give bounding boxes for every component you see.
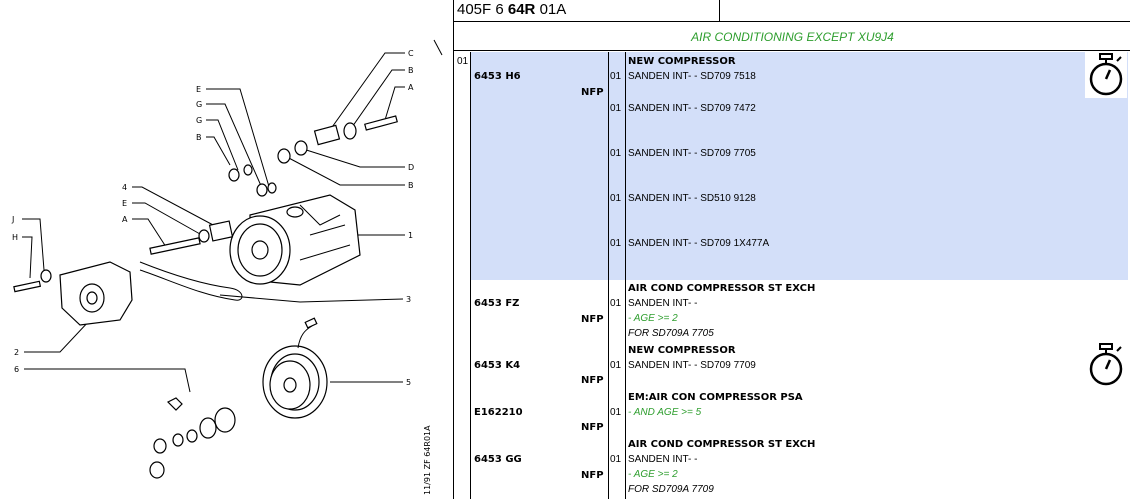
- quantity: 01: [610, 360, 622, 371]
- column-separator: [470, 52, 471, 499]
- callout-e-top: E: [196, 85, 201, 94]
- callout-d: D: [408, 163, 414, 172]
- callout-c: C: [408, 49, 414, 58]
- part-title: NEW COMPRESSOR: [628, 345, 736, 356]
- compressor-exploded-drawing: C B A D B 1 E G G B 4 E A J H 3 2 6 5 11…: [11, 39, 443, 495]
- part-note: FOR SD709A 7709: [628, 484, 714, 495]
- diagram-reference: 405F 6 64R 01A: [457, 1, 566, 18]
- reference-divider: [719, 0, 720, 21]
- callout-j: J: [11, 215, 14, 224]
- callout-3: 3: [406, 295, 411, 304]
- part-description: SANDEN INT- - SD709 1X477A: [628, 238, 770, 249]
- quantity: 01: [610, 148, 622, 159]
- parts-table: 01 NEW COMPRESSOR 6453 H6 01 SANDEN INT-…: [454, 52, 1130, 499]
- part-description: SANDEN INT- - SD709 7709: [628, 360, 756, 371]
- stopwatch-icon[interactable]: [1085, 342, 1127, 388]
- section-title: AIR CONDITIONING EXCEPT XU9J4: [691, 30, 894, 44]
- nfp-flag: NFP: [581, 375, 604, 386]
- reference-bar: 405F 6 64R 01A: [454, 0, 1130, 22]
- part-number[interactable]: 6453 H6: [474, 71, 521, 82]
- callout-a-top: A: [408, 83, 414, 92]
- callout-b-top: B: [408, 66, 414, 75]
- group-number: 01: [457, 56, 469, 67]
- callout-5: 5: [406, 378, 411, 387]
- parts-diagram: C B A D B 1 E G G B 4 E A J H 3 2 6 5 11…: [0, 0, 452, 499]
- callout-b-left: B: [196, 133, 202, 142]
- column-separator: [625, 52, 626, 499]
- part-title: AIR COND COMPRESSOR ST EXCH: [628, 439, 816, 450]
- column-separator: [608, 52, 609, 499]
- nfp-flag: NFP: [581, 314, 604, 325]
- quantity: 01: [610, 71, 622, 82]
- nfp-flag: NFP: [581, 87, 604, 98]
- part-description: SANDEN INT- - SD510 9128: [628, 193, 756, 204]
- part-title: EM:AIR CON COMPRESSOR PSA: [628, 392, 803, 403]
- quantity: 01: [610, 407, 622, 418]
- nfp-flag: NFP: [581, 422, 604, 433]
- part-description: SANDEN INT- -: [628, 454, 698, 465]
- callout-4: 4: [122, 183, 127, 192]
- part-description: SANDEN INT- - SD709 7705: [628, 148, 756, 159]
- quantity: 01: [610, 298, 622, 309]
- ref-bold: 64R: [507, 1, 536, 18]
- part-number[interactable]: 6453 FZ: [474, 298, 520, 309]
- highlighted-group: [471, 52, 1128, 280]
- callout-6: 6: [14, 365, 19, 374]
- stopwatch-icon[interactable]: [1085, 52, 1127, 98]
- part-number[interactable]: 6453 K4: [474, 360, 521, 371]
- ref-prefix: 405F 6: [457, 1, 508, 18]
- quantity: 01: [610, 238, 622, 249]
- quantity: 01: [610, 193, 622, 204]
- condition: - AGE >= 2: [628, 469, 678, 480]
- nfp-flag: NFP: [581, 470, 604, 481]
- part-note: FOR SD709A 7705: [628, 328, 714, 339]
- part-description: SANDEN INT- -: [628, 298, 698, 309]
- part-title: AIR COND COMPRESSOR ST EXCH: [628, 283, 816, 294]
- callout-g-1: G: [196, 100, 202, 109]
- part-description: SANDEN INT- - SD709 7472: [628, 103, 756, 114]
- part-number[interactable]: 6453 GG: [474, 454, 522, 465]
- condition: - AGE >= 2: [628, 313, 678, 324]
- callout-a-mid: A: [122, 215, 128, 224]
- callout-e-mid: E: [122, 199, 127, 208]
- parts-list-panel: 405F 6 64R 01A AIR CONDITIONING EXCEPT X…: [453, 0, 1130, 499]
- quantity: 01: [610, 103, 622, 114]
- section-header: AIR CONDITIONING EXCEPT XU9J4: [454, 22, 1130, 51]
- part-description: SANDEN INT- - SD709 7518: [628, 71, 756, 82]
- part-number[interactable]: E162210: [474, 407, 523, 418]
- ref-suffix: 01A: [535, 1, 567, 18]
- quantity: 01: [610, 454, 622, 465]
- part-title: NEW COMPRESSOR: [628, 56, 736, 67]
- callout-1: 1: [408, 231, 413, 240]
- condition: - AND AGE >= 5: [628, 407, 702, 418]
- callout-h: H: [12, 233, 18, 242]
- callout-b-mid: B: [408, 181, 414, 190]
- callout-2: 2: [14, 348, 19, 357]
- drawing-stamp: 11/91 ZF 64R01A: [423, 425, 432, 495]
- callout-g-2: G: [196, 116, 202, 125]
